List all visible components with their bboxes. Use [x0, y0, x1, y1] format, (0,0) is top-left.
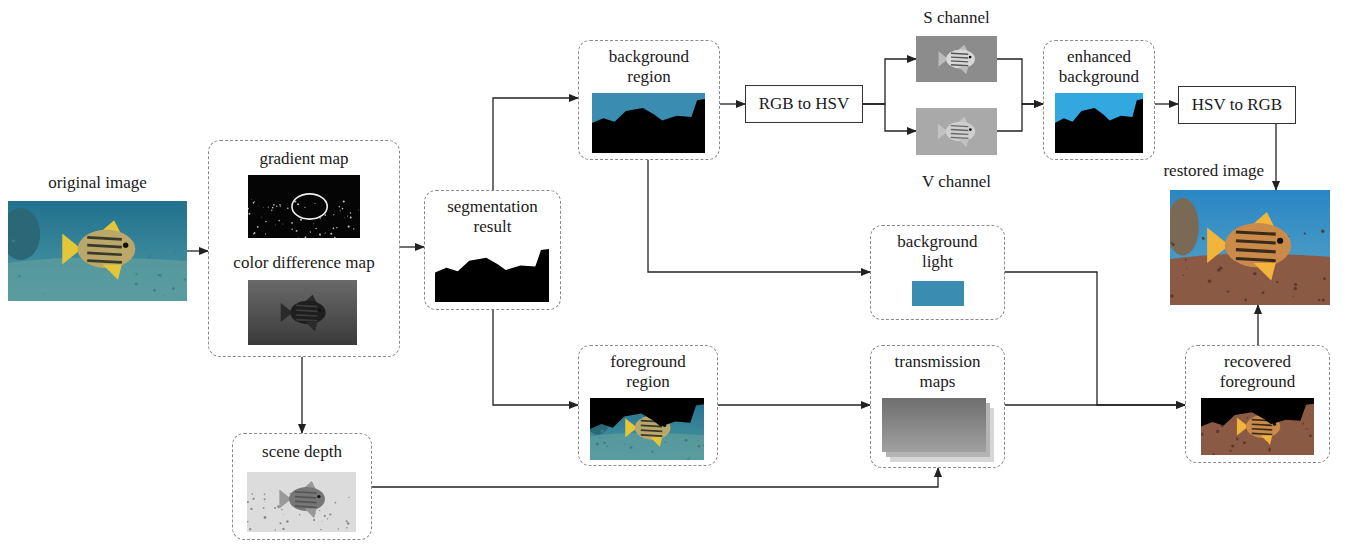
node-label: restored image [1163, 161, 1264, 181]
illustration [8, 201, 187, 301]
process-box: HSV to RGB [1178, 86, 1296, 124]
region-box: enhanced background [1043, 40, 1155, 160]
flow-arrow [648, 160, 870, 272]
node-label: RGB to HSV [759, 94, 850, 114]
node-label: gradient map [214, 149, 394, 169]
flow-arrow [400, 246, 424, 247]
illustration [1170, 190, 1330, 305]
illustration [248, 175, 360, 238]
node-label: V channel [922, 172, 991, 192]
node-label: segmentation result [437, 197, 549, 238]
illustration-svg [1055, 93, 1143, 153]
illustration-svg [247, 472, 356, 532]
node-label: foreground region [596, 352, 700, 393]
process-box: RGB to HSV [745, 85, 863, 123]
node-label: S channel [923, 8, 990, 28]
node-label: HSV to RGB [1192, 95, 1282, 115]
node-label: background light [888, 232, 988, 273]
illustration-svg [912, 281, 964, 306]
feature-maps-box: gradient map color difference map [208, 140, 400, 357]
parameter-box: background light [870, 225, 1005, 320]
region-box: foreground region [578, 345, 718, 466]
flow-arrow [493, 310, 578, 405]
node-label: recovered foreground [1202, 352, 1314, 393]
flow-arrow [1257, 305, 1258, 345]
node-label: background region [597, 47, 701, 88]
channel-image: S channel [916, 36, 997, 82]
illustration [1055, 93, 1143, 153]
node-label: enhanced background [1049, 47, 1149, 88]
illustration [882, 398, 994, 462]
node-label: color difference map [211, 253, 397, 273]
illustration [916, 36, 997, 82]
segmentation-box: segmentation result [424, 190, 561, 310]
illustration [916, 108, 997, 155]
image-panel: original image [8, 201, 187, 301]
illustration-svg [590, 398, 704, 460]
illustration [592, 93, 705, 153]
flow-arrow [372, 468, 938, 487]
illustration-svg [1201, 398, 1314, 455]
channel-image: V channel [916, 108, 997, 155]
region-box: recovered foreground [1185, 345, 1330, 463]
illustration [435, 243, 549, 302]
flow-arrow [1005, 272, 1185, 405]
flow-arrow [187, 250, 208, 251]
image-panel: restored image [1170, 190, 1330, 305]
region-box: background region [578, 40, 720, 160]
flow-arrow [720, 103, 745, 104]
flow-arrow [1275, 124, 1276, 190]
depth-box: scene depth [232, 433, 372, 540]
illustration [912, 281, 964, 306]
illustration [248, 280, 357, 345]
illustration-svg [248, 175, 360, 238]
flow-arrow [1005, 404, 1185, 405]
node-label: scene depth [240, 442, 364, 462]
illustration-svg [248, 280, 357, 345]
parameter-box: transmission maps [870, 345, 1005, 468]
flow-arrow [863, 104, 916, 131]
illustration [1201, 398, 1314, 455]
illustration-svg [1170, 190, 1330, 305]
flow-arrow [718, 404, 870, 405]
illustration-svg [916, 108, 997, 155]
illustration-svg [882, 398, 994, 462]
flow-arrow [301, 357, 302, 433]
flow-arrow [1155, 103, 1178, 104]
flow-arrow [997, 59, 1043, 104]
illustration [590, 398, 704, 460]
flow-arrow [493, 98, 578, 190]
illustration [247, 472, 356, 532]
illustration-svg [916, 36, 997, 82]
node-label: original image [48, 173, 147, 193]
node-label: transmission maps [882, 352, 994, 393]
flow-arrow [997, 104, 1043, 131]
flow-arrow [863, 59, 916, 104]
illustration-svg [8, 201, 187, 301]
illustration-svg [435, 243, 549, 302]
illustration-svg [592, 93, 705, 153]
